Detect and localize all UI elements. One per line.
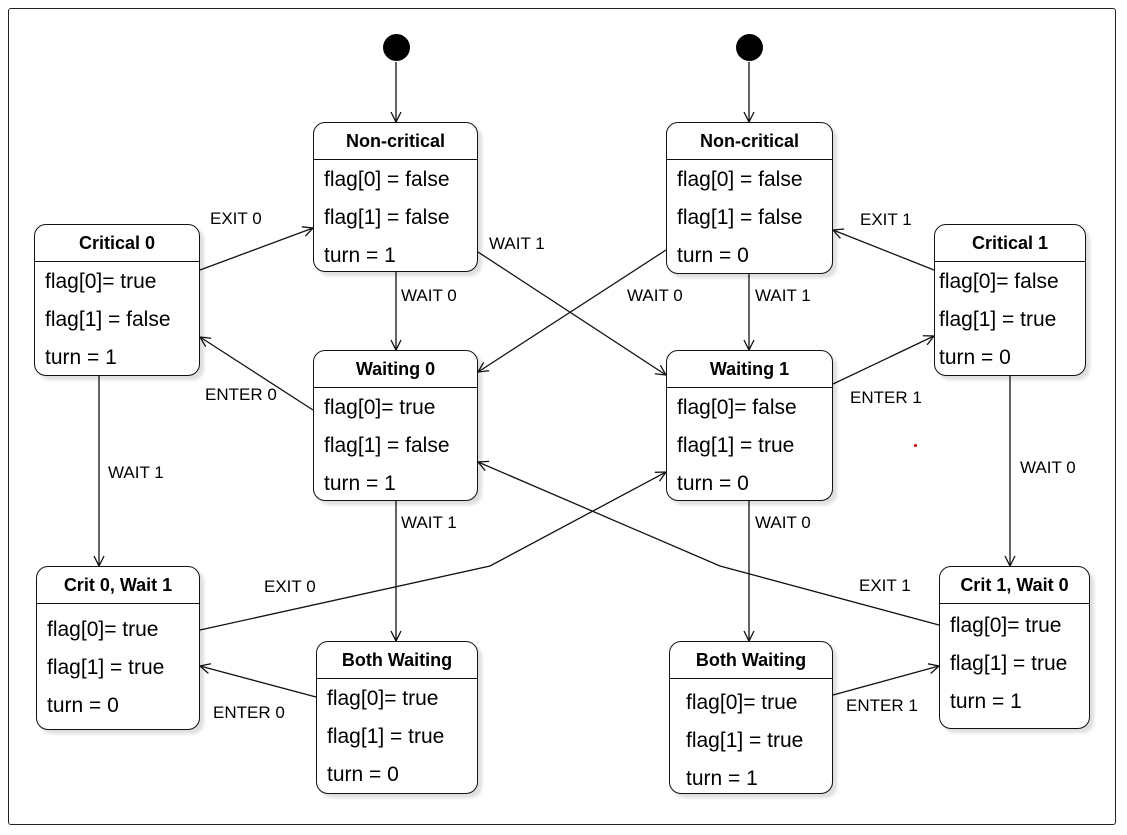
state-title: Critical 1 <box>935 225 1085 262</box>
edge-exit0-bottom <box>199 471 668 631</box>
state-crit1-wait0: Crit 1, Wait 0 flag[0]= true flag[1] = t… <box>939 566 1090 729</box>
edge-enter1-mid <box>832 335 936 385</box>
state-waiting-0: Waiting 0 flag[0]= true flag[1] = false … <box>313 350 478 501</box>
state-var-flag1: flag[1] = true <box>950 652 1068 675</box>
initial-state-0 <box>383 34 410 61</box>
edge-enter0-mid <box>198 336 314 411</box>
state-title: Both Waiting <box>670 642 832 679</box>
label-enter0-bottom: ENTER 0 <box>213 703 285 722</box>
state-var-flag1: flag[1] = true <box>47 656 165 679</box>
diagram-frame <box>8 8 1116 825</box>
state-title: Crit 1, Wait 0 <box>940 567 1089 604</box>
state-var-flag1: flag[1] = false <box>324 434 450 457</box>
label-exit1-top: EXIT 1 <box>860 210 912 229</box>
label-wait1-crit0: WAIT 1 <box>108 463 164 482</box>
state-var-flag0: flag[0]= false <box>939 270 1059 293</box>
state-both-waiting-1: Both Waiting flag[0]= true flag[1] = tru… <box>669 641 833 794</box>
state-title: Both Waiting <box>317 642 477 679</box>
state-var-flag1: flag[1] = true <box>686 729 804 752</box>
state-title: Non-critical <box>314 123 477 160</box>
state-var-turn: turn = 1 <box>45 346 117 369</box>
initial-state-1 <box>736 34 763 61</box>
state-var-flag1: flag[1] = false <box>324 206 450 229</box>
state-var-flag0: flag[0]= true <box>45 270 157 293</box>
state-var-flag1: flag[1] = true <box>939 308 1057 331</box>
state-var-flag1: flag[1] = false <box>677 206 803 229</box>
state-title: Non-critical <box>667 123 832 160</box>
state-var-turn: turn = 0 <box>939 346 1011 369</box>
state-title: Critical 0 <box>35 225 199 262</box>
label-exit0-top: EXIT 0 <box>210 209 262 228</box>
state-var-flag0: flag[0]= true <box>47 618 159 641</box>
label-exit1-bottom: EXIT 1 <box>859 576 911 595</box>
label-wait1-top: WAIT 1 <box>489 234 545 253</box>
edge-wait1-top <box>477 251 668 376</box>
state-critical-0: Critical 0 flag[0]= true flag[1] = false… <box>34 224 200 376</box>
edge-enter0-bottom <box>198 663 317 698</box>
state-var-flag0: flag[0]= false <box>677 396 797 419</box>
state-var-flag0: flag[0]= true <box>327 687 439 710</box>
state-var-turn: turn = 0 <box>677 244 749 267</box>
label-enter1-bottom: ENTER 1 <box>846 696 918 715</box>
edge-exit1-top <box>831 228 935 271</box>
state-critical-1: Critical 1 flag[0]= false flag[1] = true… <box>934 224 1086 376</box>
edge-wait0-nc1 <box>476 249 667 373</box>
state-title: Crit 0, Wait 1 <box>37 567 199 604</box>
label-wait1-nc1: WAIT 1 <box>755 286 811 305</box>
state-var-flag1: flag[1] = false <box>45 308 171 331</box>
stray-red-dot <box>914 444 917 447</box>
edge-exit1-bottom <box>476 460 940 626</box>
state-waiting-1: Waiting 1 flag[0]= false flag[1] = true … <box>666 350 833 501</box>
label-wait1-w0: WAIT 1 <box>401 513 457 532</box>
state-both-waiting-0: Both Waiting flag[0]= true flag[1] = tru… <box>316 641 478 794</box>
state-var-turn: turn = 1 <box>324 244 396 267</box>
state-var-turn: turn = 0 <box>47 694 119 717</box>
label-enter0-mid: ENTER 0 <box>205 385 277 404</box>
state-noncritical-0: Non-critical flag[0] = false flag[1] = f… <box>313 122 478 272</box>
state-var-turn: turn = 1 <box>686 767 758 790</box>
state-var-turn: turn = 0 <box>327 763 399 786</box>
state-title: Waiting 1 <box>667 351 832 388</box>
label-enter1-mid: ENTER 1 <box>850 388 922 407</box>
state-var-flag1: flag[1] = true <box>677 434 795 457</box>
edge-enter1-bottom <box>832 663 941 696</box>
state-var-turn: turn = 1 <box>324 472 396 495</box>
state-var-flag0: flag[0]= true <box>686 691 798 714</box>
state-title: Waiting 0 <box>314 351 477 388</box>
state-var-turn: turn = 0 <box>677 472 749 495</box>
label-wait0-nc0: WAIT 0 <box>401 286 457 305</box>
state-noncritical-1: Non-critical flag[0] = false flag[1] = f… <box>666 122 833 274</box>
label-wait0-nc1: WAIT 0 <box>627 286 683 305</box>
label-exit0-bottom: EXIT 0 <box>264 577 316 596</box>
state-var-turn: turn = 1 <box>950 690 1022 713</box>
edge-exit0-top <box>199 226 315 271</box>
state-var-flag0: flag[0] = false <box>677 168 803 191</box>
state-var-flag0: flag[0]= true <box>324 396 436 419</box>
state-var-flag0: flag[0] = false <box>324 168 450 191</box>
state-crit0-wait1: Crit 0, Wait 1 flag[0]= true flag[1] = t… <box>36 566 200 730</box>
label-wait0-w1: WAIT 0 <box>755 513 811 532</box>
state-var-flag1: flag[1] = true <box>327 725 445 748</box>
label-wait0-crit1: WAIT 0 <box>1020 458 1076 477</box>
state-var-flag0: flag[0]= true <box>950 614 1062 637</box>
